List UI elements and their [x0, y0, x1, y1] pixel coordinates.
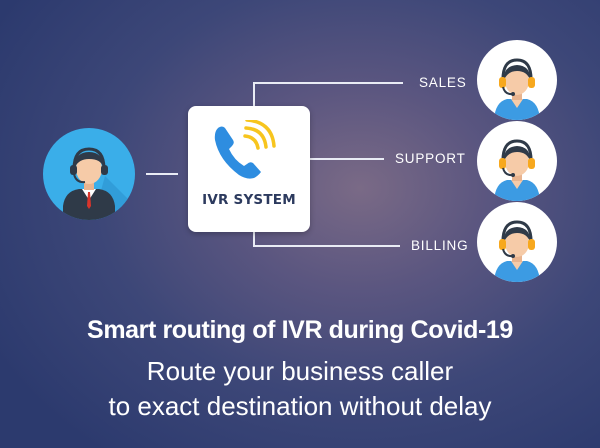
headline: Smart routing of IVR during Covid-19	[87, 316, 513, 344]
route-label-sales: SALES	[419, 75, 467, 90]
caller-connector	[146, 173, 178, 175]
billing-connector-vertical	[253, 232, 255, 247]
agent-avatar-support	[477, 121, 557, 201]
caller-avatar	[43, 128, 135, 220]
agent-avatar-sales	[477, 40, 557, 120]
route-label-billing: BILLING	[411, 238, 469, 253]
agent-icon	[494, 58, 540, 120]
route-label-support: SUPPORT	[395, 151, 466, 166]
agent-icon	[494, 139, 540, 201]
sales-connector-horizontal	[253, 82, 403, 84]
subheadline-line-1: Route your business caller	[146, 356, 454, 386]
agent-avatar-billing	[477, 202, 557, 282]
caller-icon	[63, 147, 135, 220]
support-connector	[310, 158, 384, 160]
ivr-system-node: IVR SYSTEM	[188, 106, 310, 232]
billing-connector-horizontal	[253, 245, 400, 247]
ivr-system-label: IVR SYSTEM	[202, 192, 296, 208]
agent-icon	[494, 220, 540, 282]
sales-connector-vertical	[253, 82, 255, 106]
subheadline-line-2: to exact destination without delay	[108, 391, 492, 421]
phone-call-icon	[214, 120, 276, 179]
